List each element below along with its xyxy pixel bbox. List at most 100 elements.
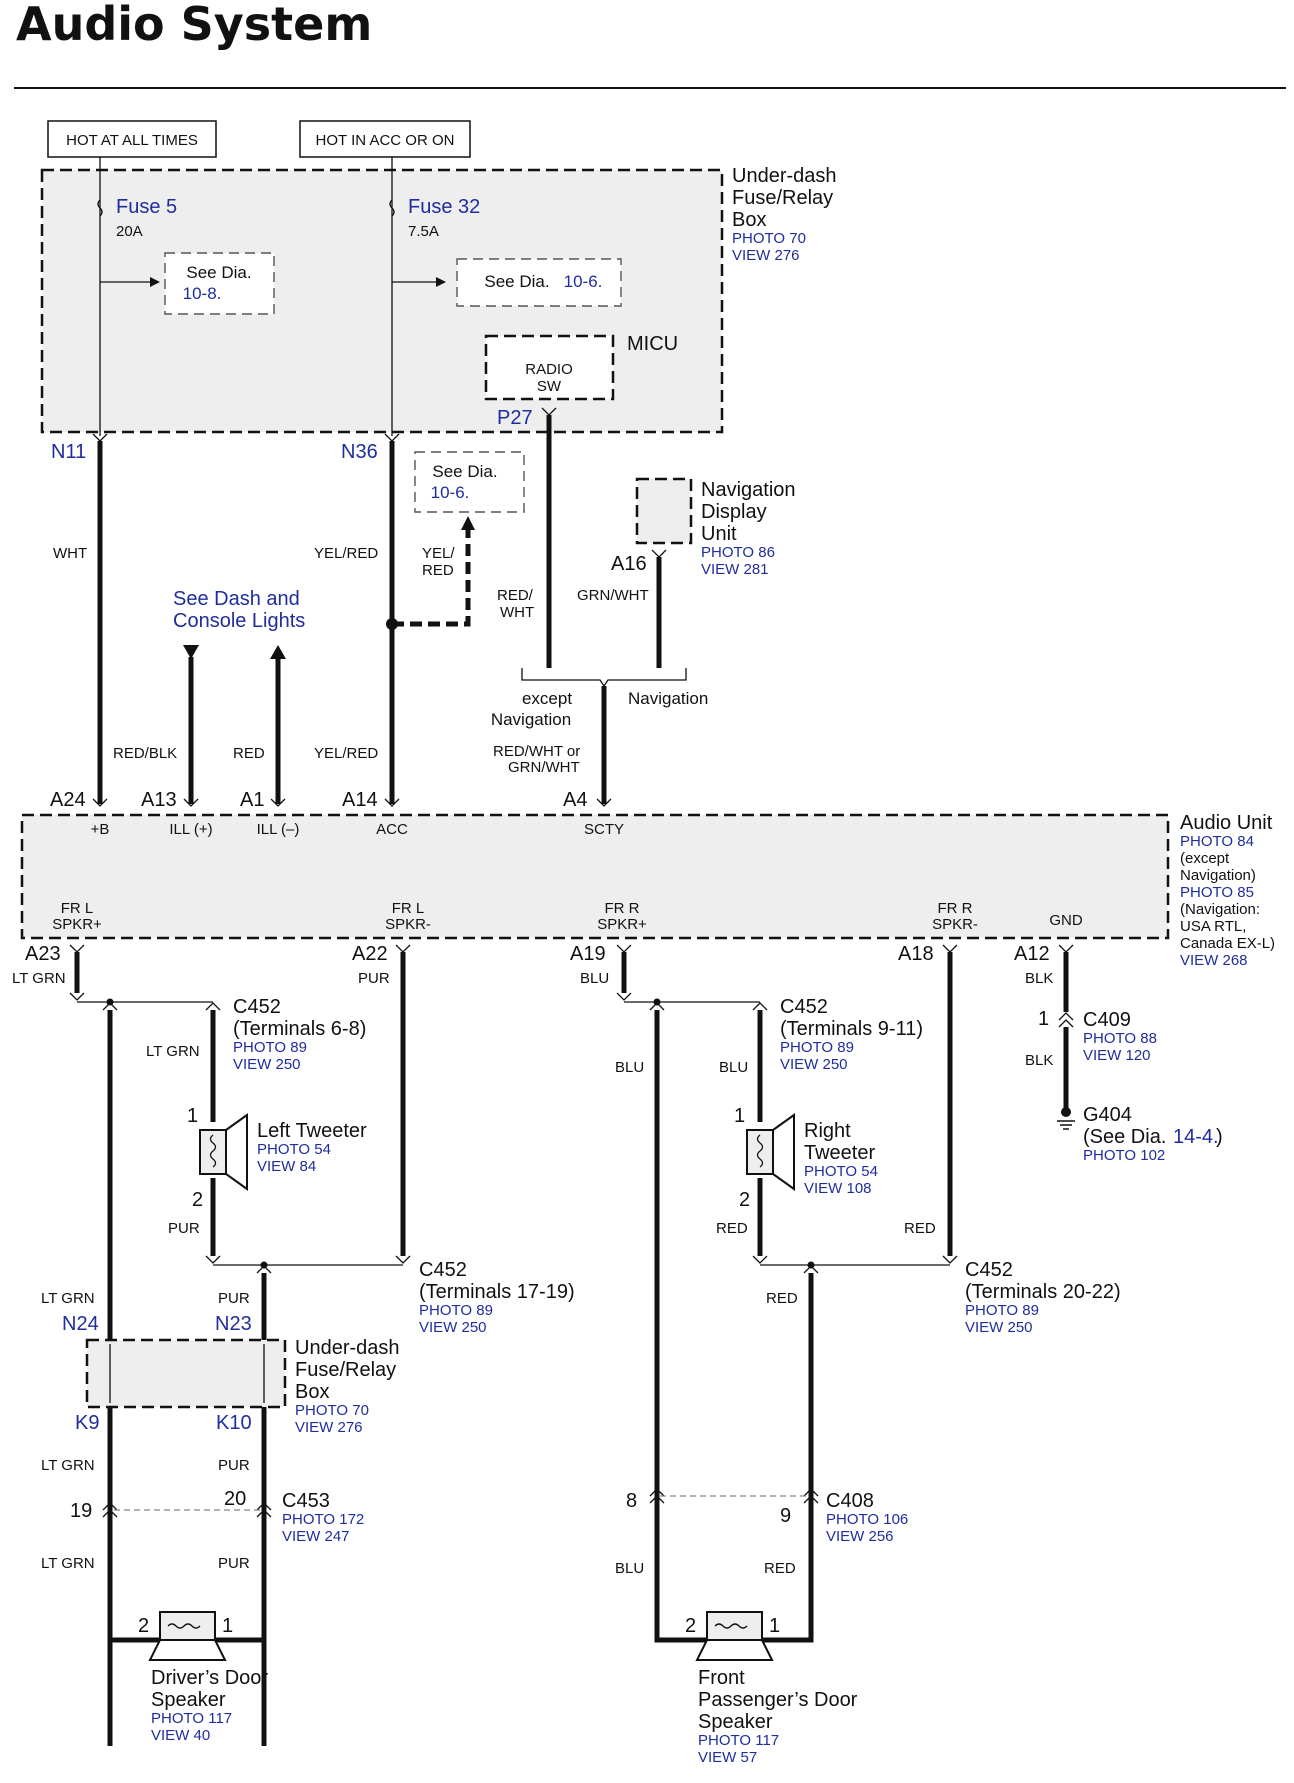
pin-a19-name1: FR R bbox=[605, 900, 640, 917]
driver-speaker-pin1: 1 bbox=[222, 1615, 233, 1637]
c408-view: VIEW 256 bbox=[826, 1528, 894, 1545]
pin-a23: A23 bbox=[25, 943, 61, 965]
driver-speaker-icon bbox=[148, 1611, 227, 1661]
terminal-p27: P27 bbox=[497, 407, 533, 429]
driver-speaker-pin2: 2 bbox=[138, 1615, 149, 1637]
wire-label-red: RED bbox=[233, 745, 265, 762]
wire-label-scty-1: RED/WHT or bbox=[493, 743, 580, 760]
g404-ref[interactable]: 14-4. bbox=[1173, 1126, 1219, 1148]
c408-photo: PHOTO 106 bbox=[826, 1511, 908, 1528]
wire-label-red-tweeter: RED bbox=[716, 1220, 748, 1237]
audio-unit-photo1: PHOTO 84 bbox=[1180, 833, 1254, 850]
right-tweeter-name1: Right bbox=[804, 1120, 851, 1142]
terminal-a16: A16 bbox=[611, 553, 647, 575]
audio-unit-photo2: PHOTO 85 bbox=[1180, 884, 1254, 901]
audio-unit-note2b: USA RTL, bbox=[1180, 918, 1246, 935]
c452-rt-terms: (Terminals 9-11) bbox=[780, 1018, 923, 1040]
micu-radio-sw-box bbox=[484, 334, 615, 401]
see-dia-10-8-ref[interactable]: 10-8. bbox=[183, 284, 222, 303]
see-dia-10-8-text: See Dia. bbox=[186, 263, 251, 282]
audio-unit-note1b: Navigation) bbox=[1180, 867, 1256, 884]
under-dash-fuse-box-low bbox=[85, 1338, 287, 1409]
a16-connector-icon bbox=[651, 549, 667, 558]
wire-label-red-a18: RED bbox=[904, 1220, 936, 1237]
see-dia-10-6-mid-ref[interactable]: 10-6. bbox=[431, 483, 470, 502]
wire-label-scty-2: GRN/WHT bbox=[508, 759, 580, 776]
c453-view: VIEW 247 bbox=[282, 1528, 350, 1545]
nav-branch-label: Navigation bbox=[628, 689, 708, 708]
pin-a12: A12 bbox=[1014, 943, 1050, 965]
terminal-k9: K9 bbox=[75, 1412, 99, 1434]
wire-label-ltgrn-n24: LT GRN bbox=[41, 1290, 95, 1307]
dash-lights-line1[interactable]: See Dash and bbox=[173, 588, 300, 610]
c452-lt-terms: (Terminals 6-8) bbox=[233, 1018, 366, 1040]
ill-minus-arrow-icon bbox=[270, 645, 286, 659]
g404-photo: PHOTO 102 bbox=[1083, 1147, 1165, 1164]
terminal-n11: N11 bbox=[51, 441, 86, 463]
c409-view: VIEW 120 bbox=[1083, 1047, 1151, 1064]
wire-label-wht: WHT bbox=[53, 545, 87, 562]
nav-display-photo: PHOTO 86 bbox=[701, 544, 775, 561]
pin-a19: A19 bbox=[570, 943, 606, 965]
wire-label-red-wht-1: RED/ bbox=[497, 587, 534, 604]
right-tweeter-view: VIEW 108 bbox=[804, 1180, 872, 1197]
fuse-5-arrow-icon bbox=[150, 277, 160, 287]
see-dia-10-8-box bbox=[164, 252, 275, 315]
wire-label-blu-speaker: BLU bbox=[615, 1560, 644, 1577]
pin-a4-name: SCTY bbox=[584, 821, 624, 838]
g404-name: G404 bbox=[1083, 1104, 1132, 1126]
right-tweeter-name2: Tweeter bbox=[804, 1142, 875, 1164]
audio-unit-top-terminals bbox=[92, 798, 612, 807]
see-dia-10-6-box-top bbox=[456, 258, 622, 307]
page-title: Audio System bbox=[16, 0, 372, 51]
pin-a13-name: ILL (+) bbox=[169, 821, 212, 838]
c409-photo: PHOTO 88 bbox=[1083, 1030, 1157, 1047]
g404-close: ) bbox=[1216, 1126, 1223, 1148]
micu-label: MICU bbox=[627, 333, 678, 355]
driver-speaker-view: VIEW 40 bbox=[151, 1727, 210, 1744]
c452-lt-photo: PHOTO 89 bbox=[233, 1039, 307, 1056]
c453-connector-left-icon bbox=[102, 1502, 118, 1518]
radio-sw-line2: SW bbox=[537, 378, 562, 395]
svg-text:HOT IN ACC OR ON: HOT IN ACC OR ON bbox=[316, 132, 455, 149]
wire-pass-speaker-neg bbox=[654, 1612, 707, 1643]
c453-photo: PHOTO 172 bbox=[282, 1511, 364, 1528]
wire-label-a19: BLU bbox=[580, 970, 609, 987]
terminal-n23: N23 bbox=[215, 1313, 252, 1335]
nav-display-line2: Display bbox=[701, 501, 767, 523]
audio-unit-note2a: (Navigation: bbox=[1180, 901, 1260, 918]
c409-pin: 1 bbox=[1038, 1008, 1049, 1030]
right-tweeter-pin2: 2 bbox=[739, 1189, 750, 1211]
fuse-box-low-view: VIEW 276 bbox=[295, 1419, 363, 1436]
see-dia-10-6-top-ref[interactable]: 10-6. bbox=[564, 272, 603, 291]
audio-unit-note2c: Canada EX-L) bbox=[1180, 935, 1275, 952]
wire-label-pur-speaker: PUR bbox=[218, 1555, 250, 1572]
nav-display-line3: Unit bbox=[701, 523, 737, 545]
c408-connector-right-icon bbox=[803, 1488, 819, 1504]
pass-speaker-line3: Speaker bbox=[698, 1711, 773, 1733]
hot-in-acc-or-on-box: HOT IN ACC OR ON bbox=[299, 120, 471, 158]
right-channel-wiring bbox=[616, 944, 958, 1612]
audio-unit-box bbox=[20, 813, 1170, 940]
c452-lb-view: VIEW 250 bbox=[419, 1319, 487, 1336]
fuse-5-name: Fuse 5 bbox=[116, 196, 177, 218]
dash-lights-line2[interactable]: Console Lights bbox=[173, 610, 305, 632]
passenger-speaker-icon bbox=[695, 1611, 774, 1661]
wire-label-blk-top: BLK bbox=[1025, 970, 1053, 987]
pass-speaker-line2: Passenger’s Door bbox=[698, 1689, 858, 1711]
wire-label-yel-red-split-1: YEL/ bbox=[422, 545, 455, 562]
ill-plus-arrow-icon bbox=[183, 645, 199, 659]
c452-lb-terms: (Terminals 17-19) bbox=[419, 1281, 575, 1303]
nav-display-view: VIEW 281 bbox=[701, 561, 769, 578]
pin-a4: A4 bbox=[563, 789, 587, 811]
pass-speaker-line1: Front bbox=[698, 1667, 745, 1689]
pin-a22-name1: FR L bbox=[392, 900, 425, 917]
c453-name: C453 bbox=[282, 1490, 330, 1512]
nav-display-unit-box bbox=[635, 477, 693, 545]
c452-rb-name: C452 bbox=[965, 1259, 1013, 1281]
hot-at-all-times-box: HOT AT ALL TIMES bbox=[47, 120, 217, 158]
c453-connector-right-icon bbox=[256, 1502, 272, 1518]
see-dia-10-6-top-text: See Dia. bbox=[484, 272, 549, 291]
ground-wiring bbox=[1057, 944, 1075, 1130]
fuse-box-top-name-3: Box bbox=[732, 209, 766, 231]
